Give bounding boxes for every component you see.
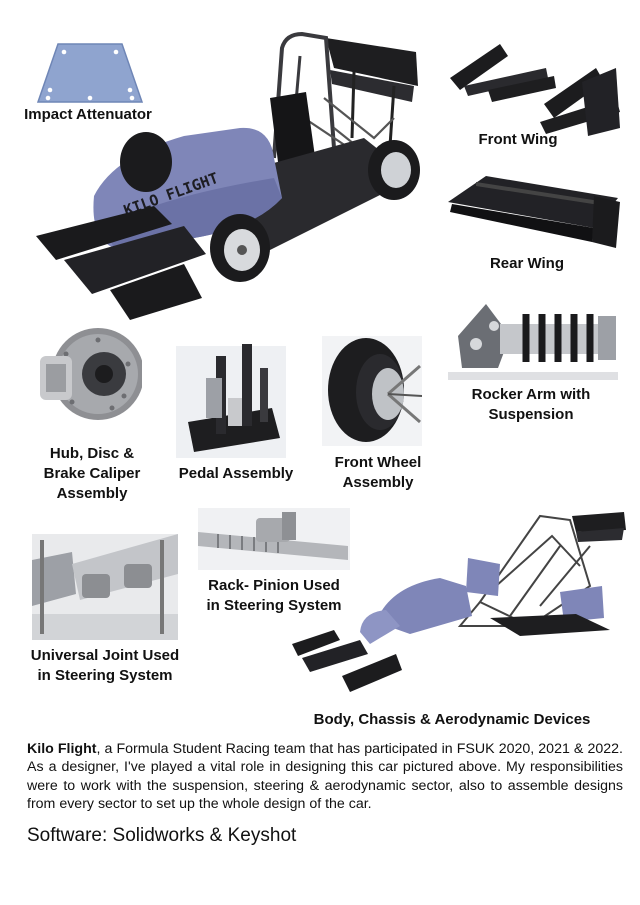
rack-pinion-label-line2: in Steering System: [206, 597, 342, 614]
universal-joint-label-line2: in Steering System: [37, 667, 173, 684]
front-wing-image: [450, 44, 620, 136]
rocker-arm-label-line1: Rocker Arm with: [471, 386, 591, 403]
hub-disc-image: [40, 328, 142, 420]
hub-disc-label-line1: Hub, Disc &: [49, 445, 135, 462]
front-wheel-image: [322, 336, 422, 446]
description-text: , a Formula Student Racing team that has…: [27, 741, 623, 813]
front-wheel-label-line2: Assembly: [342, 474, 414, 491]
universal-joint-label-line1: Universal Joint Used: [30, 647, 180, 664]
front-wheel-label: Front Wheel Assembly: [318, 453, 438, 493]
rear-wing-label: Rear Wing: [489, 255, 565, 272]
front-wheel-label-line1: Front Wheel: [334, 454, 422, 471]
pedal-assembly-image: [176, 344, 286, 458]
pedal-assembly-label: Pedal Assembly: [178, 465, 294, 482]
universal-joint-label: Universal Joint Used in Steering System: [20, 646, 190, 686]
rocker-arm-label: Rocker Arm with Suspension: [456, 385, 606, 425]
universal-joint-image: [32, 534, 178, 640]
hub-disc-label-line2: Brake Caliper: [43, 465, 141, 482]
rack-pinion-image: [198, 508, 350, 570]
rear-wing-image: [448, 176, 620, 248]
impact-attenuator-image: [36, 43, 144, 103]
rack-pinion-label: Rack- Pinion Used in Steering System: [198, 576, 350, 616]
rocker-arm-image: [448, 304, 618, 380]
body-chassis-label: Body, Chassis & Aerodynamic Devices: [313, 711, 591, 728]
team-name: Kilo Flight: [27, 741, 97, 757]
body-chassis-image: [292, 512, 626, 692]
front-wing-label: Front Wing: [478, 131, 558, 148]
rack-pinion-label-line1: Rack- Pinion Used: [208, 577, 340, 594]
description-paragraph: Kilo Flight, a Formula Student Racing te…: [27, 740, 623, 814]
rocker-arm-label-line2: Suspension: [488, 406, 574, 423]
hub-disc-label-line3: Assembly: [56, 485, 128, 502]
hub-disc-label: Hub, Disc & Brake Caliper Assembly: [22, 444, 162, 504]
software-line: Software: Solidworks & Keyshot: [27, 825, 297, 846]
impact-attenuator-label: Impact Attenuator: [24, 106, 152, 123]
car-render-image: KILO FLIGHT: [36, 31, 420, 320]
